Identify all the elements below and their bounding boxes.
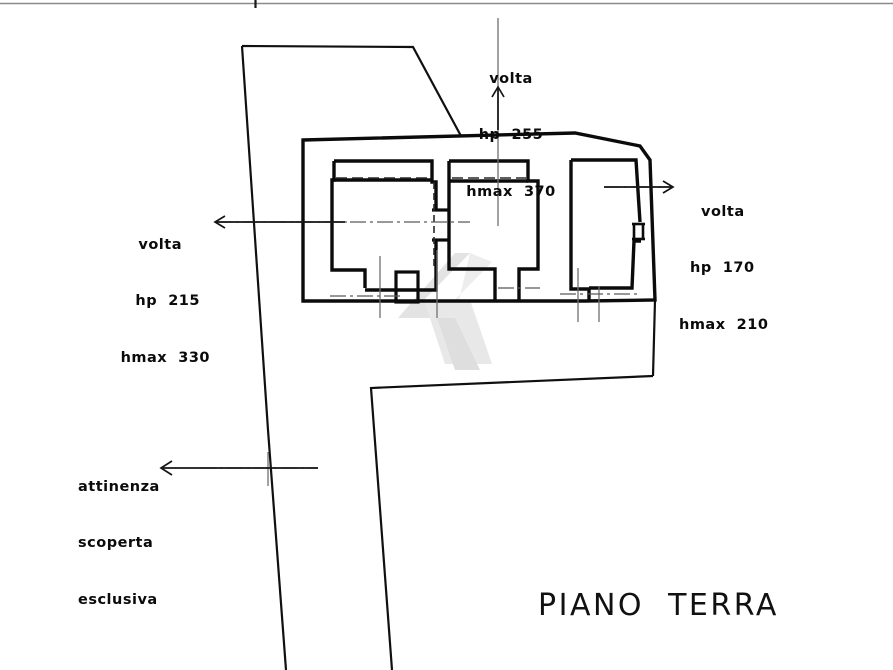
annotation-volta-left: volta hp 215 hmax 330 xyxy=(30,198,210,405)
site-boundary xyxy=(240,44,657,670)
leader-arrows xyxy=(159,85,675,476)
arrow-up-volta-top xyxy=(491,85,505,130)
room-center xyxy=(447,159,540,301)
annotation-attinenza-line-1: attinenza xyxy=(78,478,160,495)
annotation-attinenza-line-3: esclusiva xyxy=(78,591,158,608)
arrow-right-volta-right xyxy=(604,180,675,194)
annotation-volta-right-line-1: volta xyxy=(701,203,745,220)
annotation-volta-top-line-3: hmax 370 xyxy=(466,183,556,200)
annotation-volta-top-line-2: hp 255 xyxy=(478,127,544,144)
annotation-attinenza-line-2: scoperta xyxy=(78,535,154,552)
page-title: PIANO TERRA xyxy=(538,588,779,623)
annotation-volta-left-line-2: hp 215 xyxy=(135,293,200,310)
building-outer-wall xyxy=(301,131,657,303)
annotation-attinenza: attinenza scoperta esclusiva xyxy=(78,440,238,647)
door-opening-right-room xyxy=(632,222,645,241)
annotation-volta-top-line-1: volta xyxy=(489,70,533,87)
left-room-closet xyxy=(394,270,420,304)
annotation-volta-right-line-2: hp 170 xyxy=(690,260,755,277)
arrow-left-attinenza xyxy=(159,460,318,476)
top-rule-group xyxy=(0,0,893,8)
annotation-volta-right: volta hp 170 hmax 210 xyxy=(679,165,879,372)
room-right xyxy=(569,158,642,301)
annotation-volta-right-line-3: hmax 210 xyxy=(679,316,769,333)
annotation-volta-top: volta hp 255 hmax 370 xyxy=(436,32,586,239)
arrow-left-volta-left xyxy=(213,215,345,229)
annotation-volta-left-line-1: volta xyxy=(138,236,182,253)
room-left xyxy=(330,159,438,292)
annotation-volta-left-line-3: hmax 330 xyxy=(120,349,210,366)
